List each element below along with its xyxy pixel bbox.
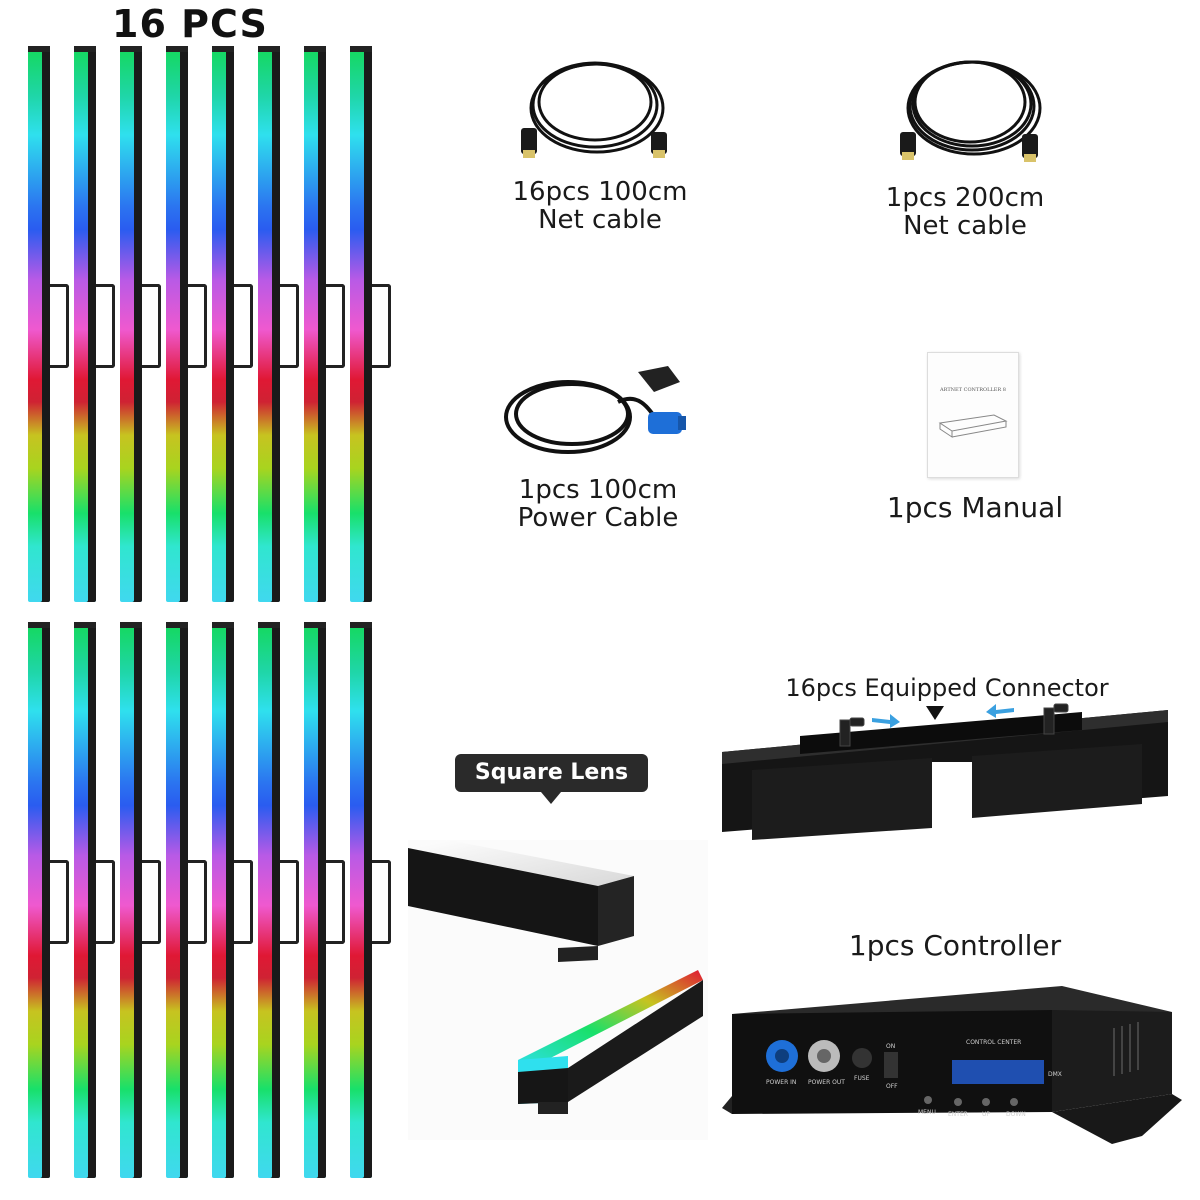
net-cable-100cm-image: [521, 61, 667, 158]
led-bar: [350, 622, 372, 1178]
mounting-bracket: [50, 284, 69, 368]
power-cable-image: [504, 366, 686, 454]
led-bar: [28, 622, 50, 1178]
controller-label-brand: CONTROL CENTER: [966, 1039, 1021, 1046]
controller-caption: 1pcs Controller: [848, 929, 1062, 962]
led-bar: [74, 622, 96, 1178]
controller-label-power-out: POWER OUT: [808, 1079, 845, 1086]
heading-16-pcs: 16 PCS: [112, 2, 268, 46]
caption-line: Net cable: [538, 205, 662, 235]
net-cable-200cm-image: [900, 60, 1042, 162]
caption-line: 1pcs 200cm: [885, 183, 1045, 213]
square-lens-image: [408, 840, 708, 1140]
caption-line: 16pcs 100cm: [512, 177, 688, 207]
net-cable-200cm-caption: 1pcs 200cm Net cable: [865, 184, 1065, 240]
connector-image: [722, 703, 1168, 842]
mounting-bracket: [372, 860, 391, 944]
led-bar: [350, 46, 372, 602]
connector-caption: 16pcs Equipped Connector: [785, 674, 1109, 702]
led-bar: [120, 622, 142, 1178]
led-bar: [166, 46, 188, 602]
mounting-bracket: [280, 860, 299, 944]
controller-label-enter: ENTER: [948, 1111, 968, 1118]
power-cable-caption: 1pcs 100cm Power Cable: [498, 476, 698, 532]
mounting-bracket: [188, 860, 207, 944]
mounting-bracket: [96, 860, 115, 944]
mounting-bracket: [234, 860, 253, 944]
led-bar: [166, 622, 188, 1178]
mounting-bracket: [280, 284, 299, 368]
controller-label-power-in: POWER IN: [766, 1079, 796, 1086]
controller-label-menu: MENU: [918, 1109, 936, 1116]
manual-caption: 1pcs Manual: [886, 491, 1064, 524]
led-bar: [258, 46, 280, 602]
controller-label-on: ON: [886, 1043, 895, 1050]
mounting-bracket: [142, 284, 161, 368]
mounting-bracket: [372, 284, 391, 368]
caption-line: Power Cable: [517, 503, 679, 533]
mounting-bracket: [142, 860, 161, 944]
manual-cover-title: ARTNET CONTROLLER 8: [940, 387, 1006, 393]
led-bar: [74, 46, 96, 602]
led-bar: [28, 46, 50, 602]
net-cable-100cm-caption: 16pcs 100cm Net cable: [500, 178, 700, 234]
mounting-bracket: [50, 860, 69, 944]
mounting-bracket: [234, 284, 253, 368]
mounting-bracket: [188, 284, 207, 368]
caption-line: 1pcs 100cm: [518, 475, 678, 505]
mounting-bracket: [326, 284, 345, 368]
mounting-bracket: [326, 860, 345, 944]
controller-label-down: DOWN: [1006, 1111, 1026, 1118]
controller-label-fuse: FUSE: [854, 1075, 870, 1082]
controller-image: POWER IN POWER OUT FUSE ON OFF CONTROL C…: [722, 986, 1182, 1144]
led-bar: [258, 622, 280, 1178]
square-lens-label: Square Lens: [455, 754, 648, 804]
led-bar: [120, 46, 142, 602]
controller-label-dmx: DMX: [1048, 1071, 1062, 1078]
mounting-bracket: [96, 284, 115, 368]
manual-booklet-image: ARTNET CONTROLLER 8: [927, 352, 1019, 478]
controller-label-up: UP: [982, 1111, 990, 1118]
led-bar: [304, 622, 326, 1178]
manual-controller-sketch-icon: [938, 414, 1008, 438]
led-bar: [212, 46, 234, 602]
led-bar: [304, 46, 326, 602]
led-bar: [212, 622, 234, 1178]
controller-label-off: OFF: [886, 1083, 898, 1090]
caption-line: Net cable: [903, 211, 1027, 241]
